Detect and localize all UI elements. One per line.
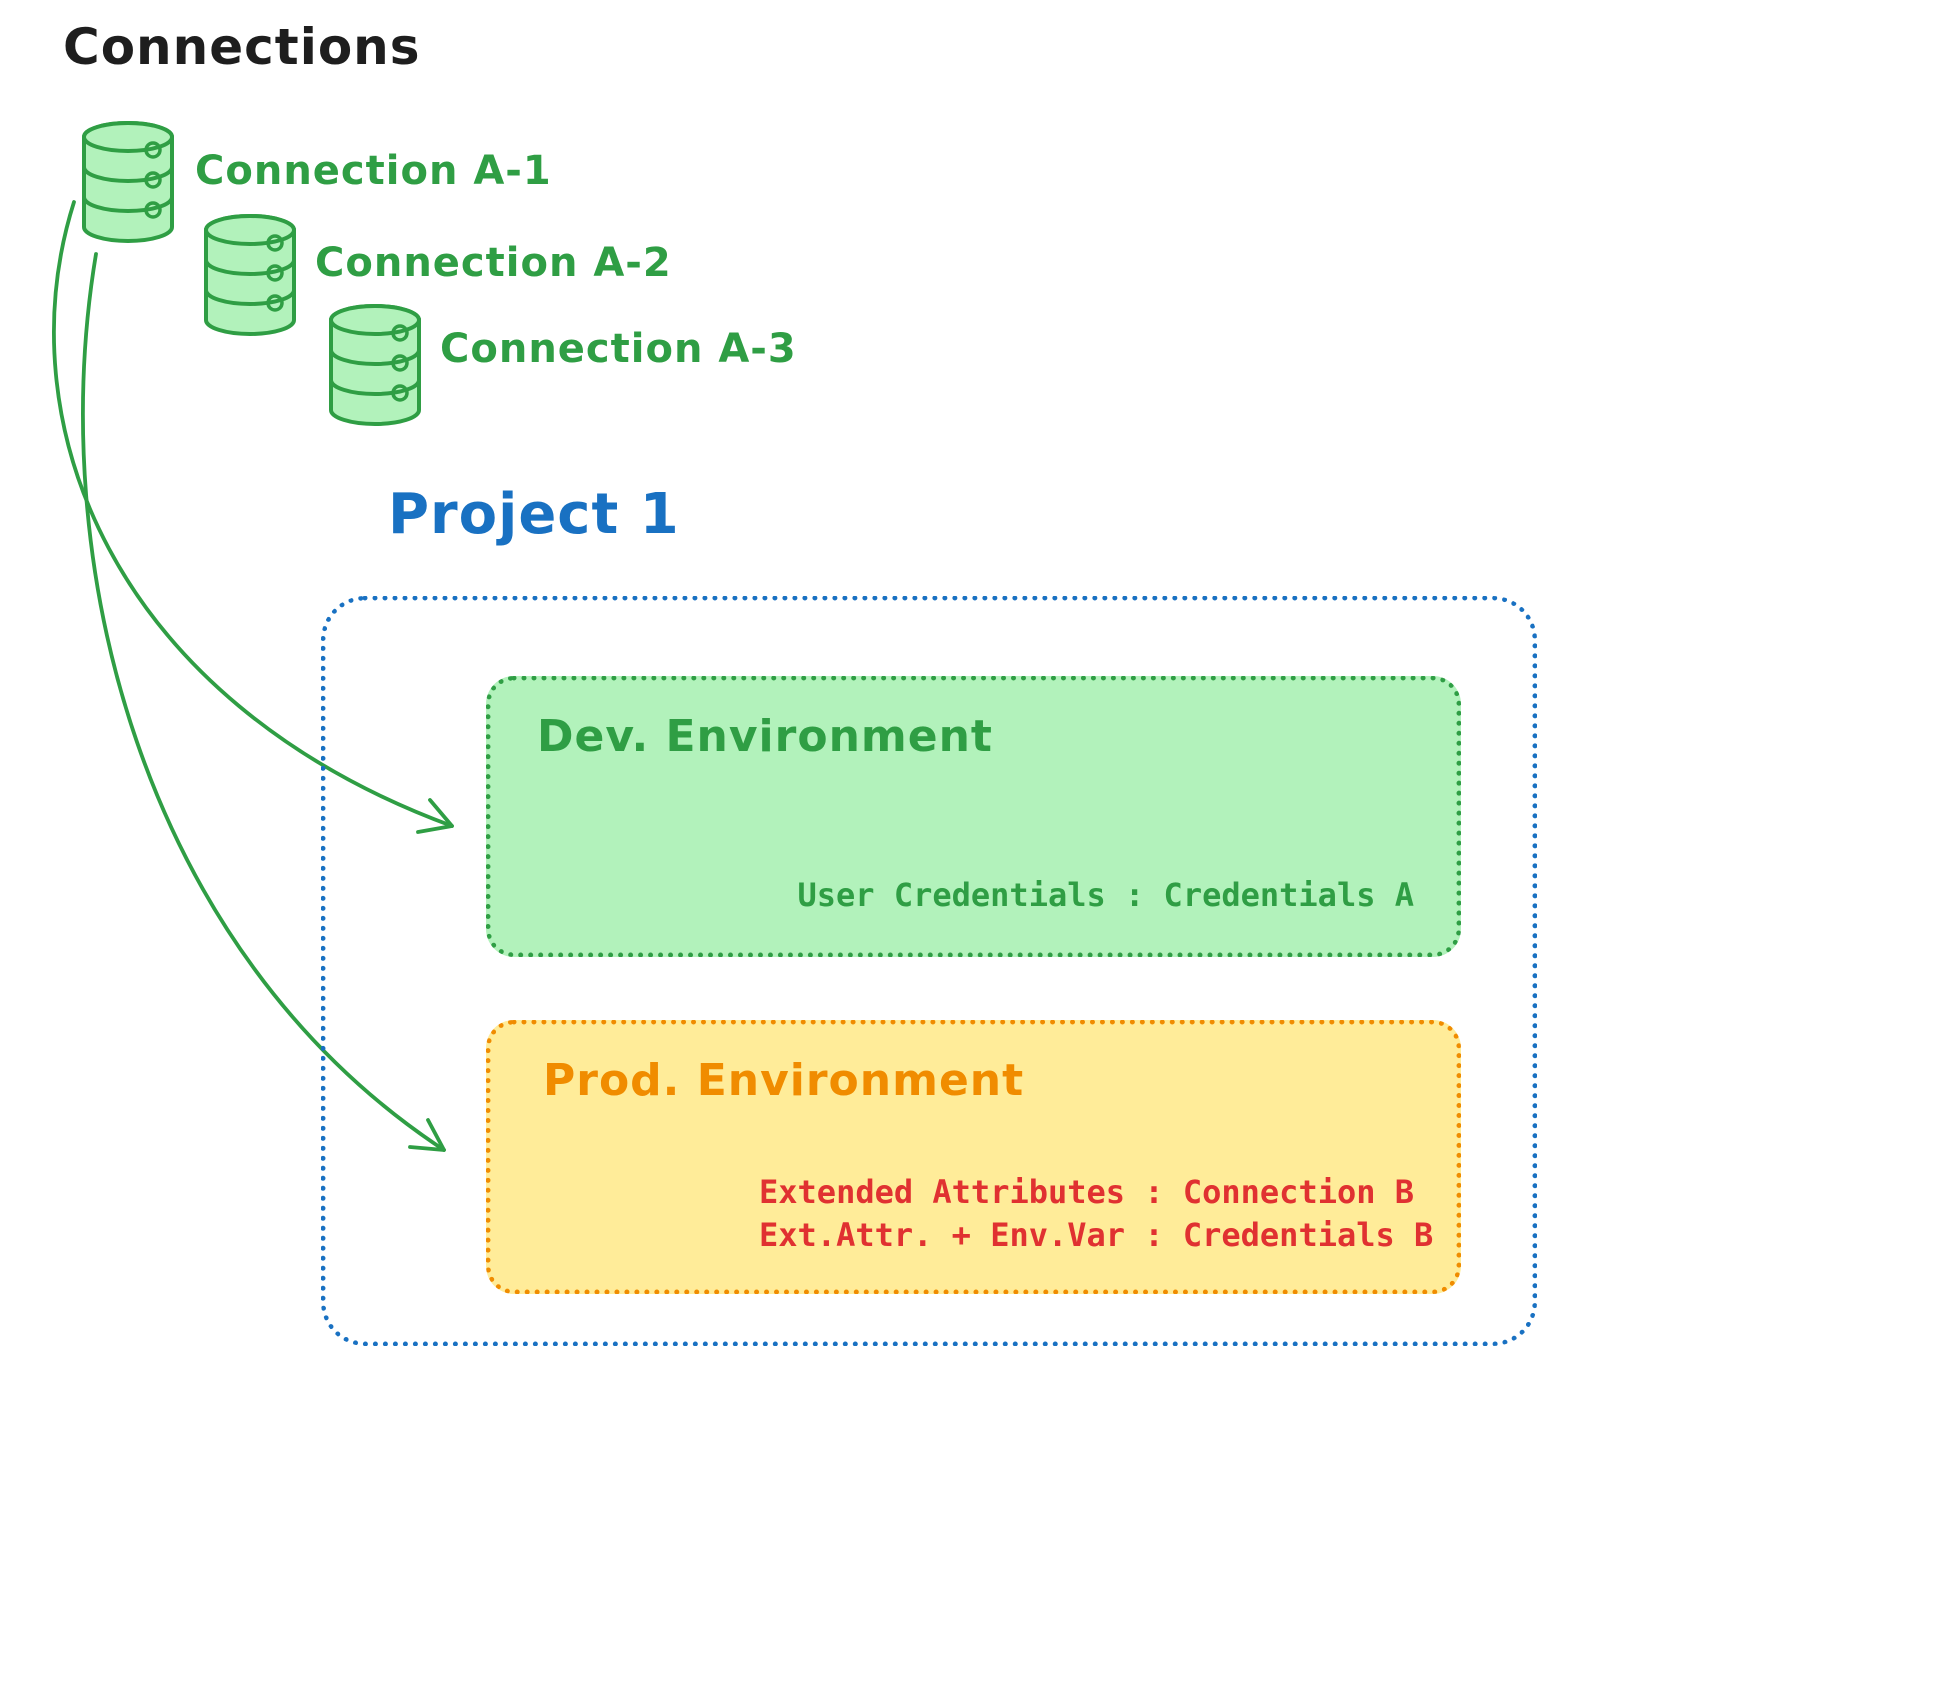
dev-environment-box: Dev. Environment User Credentials : Cred… xyxy=(486,676,1461,957)
database-cylinder-icon xyxy=(329,304,421,426)
prod-environment-title: Prod. Environment xyxy=(543,1055,1025,1106)
connections-title: Connections xyxy=(63,18,421,76)
database-cylinder-icon xyxy=(82,121,174,243)
project-container xyxy=(321,596,1537,1346)
prod-environment-box: Prod. Environment Extended Attributes : … xyxy=(486,1020,1461,1294)
project-title: Project 1 xyxy=(388,482,680,547)
database-icon-a3 xyxy=(327,303,423,427)
prod-attributes-line2: Ext.Attr. + Env.Var : Credentials B xyxy=(759,1215,1434,1254)
prod-attributes-line1: Extended Attributes : Connection B xyxy=(759,1172,1415,1211)
database-icon-a2 xyxy=(202,213,298,337)
prod-environment-attributes: Extended Attributes : Connection B Ext.A… xyxy=(759,1171,1433,1257)
dev-environment-credentials: User Credentials : Credentials A xyxy=(797,876,1415,914)
database-icon-a1 xyxy=(80,120,176,244)
dev-environment-title: Dev. Environment xyxy=(537,711,993,762)
database-cylinder-icon xyxy=(204,214,296,336)
connection-a1-label: Connection A-1 xyxy=(195,148,552,194)
connection-a2-label: Connection A-2 xyxy=(315,240,672,286)
connection-a3-label: Connection A-3 xyxy=(440,326,797,372)
